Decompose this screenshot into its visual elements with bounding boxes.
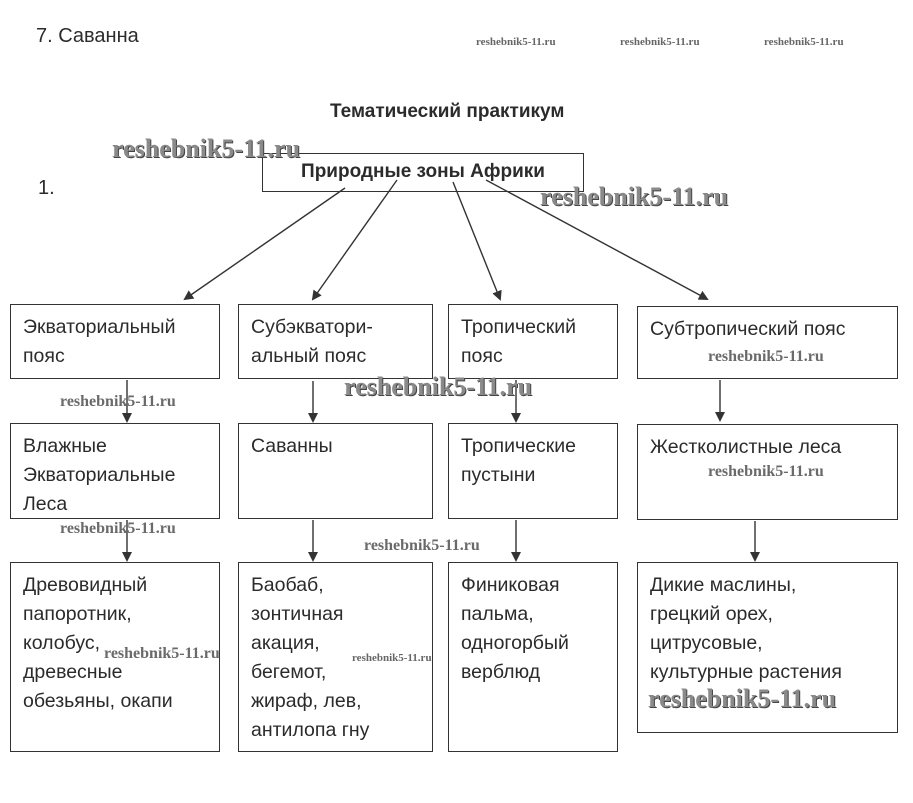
examples-box-equatorial: Древовидный папоротник, колобус, древесн…	[10, 562, 220, 752]
zone-box-subtropical: Жестколистные леса	[637, 424, 898, 520]
examples-box-subtropical: Дикие маслины, грецкий орех, цитрусовые,…	[637, 562, 898, 733]
belt-box-equatorial: Экваториальный пояс	[10, 304, 220, 379]
zone-box-subequatorial: Саванны	[238, 423, 433, 519]
examples-box-subequatorial: Баобаб, зонтичная акация, бегемот, жираф…	[238, 562, 433, 752]
zone-box-equatorial: Влажные Экваториальные Леса	[10, 423, 220, 519]
arrow-root-to-subtropical	[485, 179, 709, 300]
belt-box-tropical: Тропический пояс	[448, 304, 618, 379]
page-title: Тематический практикум	[330, 101, 565, 122]
arrow-root-to-equatorial	[183, 187, 346, 301]
examples-box-tropical: Финиковая пальма, одногорбый верблюд	[448, 562, 618, 752]
section-heading: 7. Саванна	[36, 25, 139, 47]
arrow-root-to-tropical	[452, 181, 502, 301]
task-number: 1.	[38, 177, 55, 199]
belt-box-subequatorial: Субэкватори- альный пояс	[238, 304, 433, 379]
belt-box-subtropical: Субтропический пояс	[637, 306, 898, 379]
zone-box-tropical: Тропические пустыни	[448, 423, 618, 519]
arrow-root-to-subequatorial	[311, 179, 398, 301]
root-box: Природные зоны Африки	[262, 153, 584, 192]
